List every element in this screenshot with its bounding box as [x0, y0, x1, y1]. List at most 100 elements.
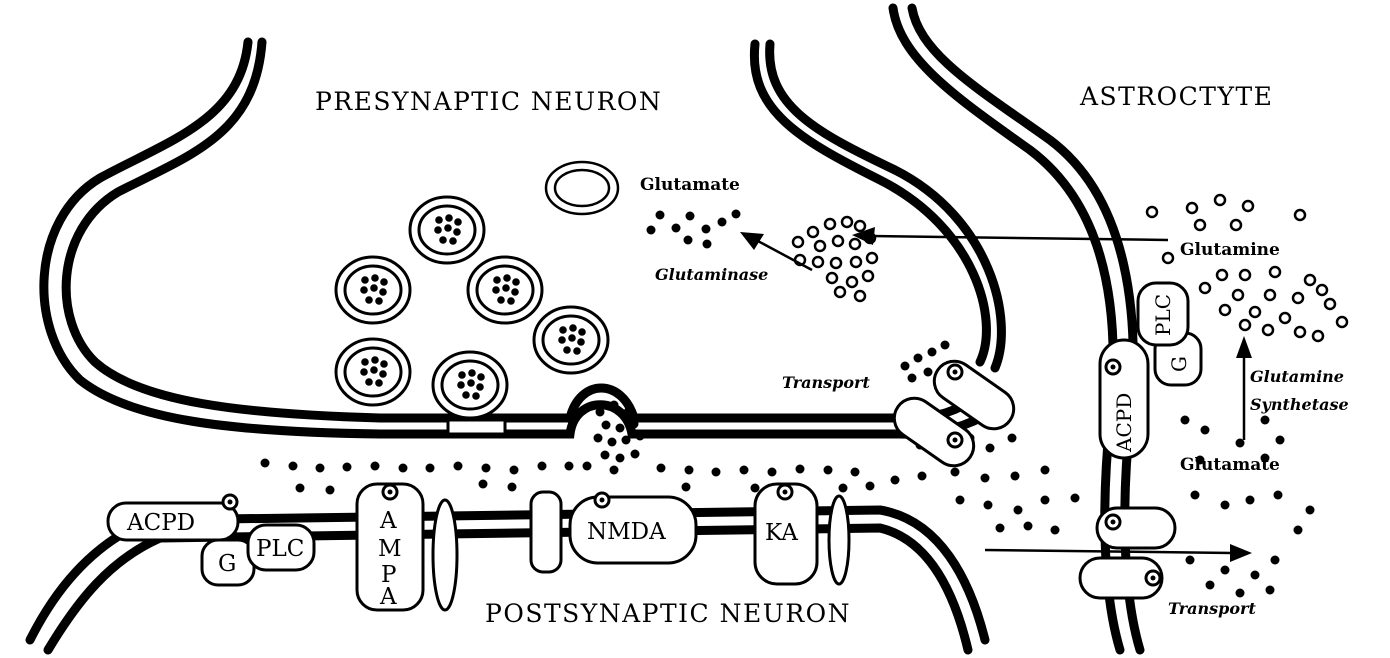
glutamate-molecule: [682, 483, 691, 492]
glutamate-molecule: [684, 236, 693, 245]
glutamate-molecule: [622, 436, 631, 445]
glutamate-molecule: [1011, 472, 1020, 481]
glutamate-molecule: [399, 464, 408, 473]
glutamate-molecule: [924, 368, 933, 377]
glutamine-molecule: [831, 258, 841, 268]
glutamate-label-presynaptic: Glutamate: [640, 175, 740, 195]
postsynaptic-neuron-label: POSTSYNAPTIC NEURON: [485, 599, 851, 628]
synaptic-vesicle: [410, 197, 484, 263]
ampa-receptor: A M P A: [357, 484, 423, 610]
synaptic-vesicle: [336, 339, 410, 405]
glutamine-molecule: [850, 239, 860, 249]
glutamate-vesicles: [336, 197, 608, 418]
glutamate-molecule: [712, 468, 721, 477]
glutamine-molecule: [1265, 290, 1275, 300]
glutamine-molecule: [1263, 325, 1273, 335]
glutamate-molecule: [316, 464, 325, 473]
glutamate-molecule: [1251, 571, 1260, 580]
glutamate-molecule: [866, 482, 875, 491]
glutamine-molecule: [863, 271, 873, 281]
glutamate-molecule: [657, 464, 666, 473]
postsynaptic-acpd-label: ACPD: [126, 510, 195, 536]
glutamate-molecule: [1051, 526, 1060, 535]
glutamine-molecule: [1215, 195, 1225, 205]
glutamine-molecule: [1293, 293, 1303, 303]
glutamate-molecule: [918, 472, 927, 481]
glutamate-molecule: [672, 224, 681, 233]
glutamine-molecule: [1270, 267, 1280, 277]
glutamate-molecule: [702, 225, 711, 234]
glutamate-molecule: [984, 501, 993, 510]
postsynaptic-g-protein: G: [202, 540, 254, 585]
glutamate-molecule: [608, 438, 617, 447]
glutamine-molecule: [867, 253, 877, 263]
glutamine-molecule: [825, 219, 835, 229]
glutamine-molecule: [808, 227, 818, 237]
transport-label-astrocyte: Transport: [1168, 599, 1256, 618]
glutamate-molecule: [1221, 566, 1230, 575]
glutamate-molecule: [636, 432, 645, 441]
glutamine-molecule: [851, 257, 861, 267]
glutamate-molecule: [686, 212, 695, 221]
glutamate-molecule: [1276, 436, 1285, 445]
glutamate-molecule: [1041, 496, 1050, 505]
glutamate-molecule: [1071, 494, 1080, 503]
glutamine-molecule: [1163, 253, 1173, 263]
glutamate-molecule: [1271, 556, 1280, 565]
glutamine-molecule: [1187, 203, 1197, 213]
glutamate-molecule: [851, 468, 860, 477]
glutamate-molecule: [1236, 589, 1245, 598]
glutamate-molecule: [1181, 416, 1190, 425]
glutamate-molecule: [1246, 496, 1255, 505]
glutamate-molecule: [1261, 454, 1270, 463]
glutamate-molecule: [616, 424, 625, 433]
glutamine-molecules: [793, 195, 1347, 341]
glutamine-molecule: [1305, 275, 1315, 285]
glutamate-molecule: [602, 421, 611, 430]
glutamine-molecule: [1313, 331, 1323, 341]
glutamate-molecule: [426, 464, 435, 473]
glutamine-molecule: [815, 241, 825, 251]
ampa-channel: [433, 500, 457, 610]
glutamine-molecule: [835, 287, 845, 297]
glutamate-molecule: [510, 466, 519, 475]
glutamate-molecule: [596, 408, 605, 417]
glutamate-molecule: [631, 450, 640, 459]
glutamate-molecule: [986, 444, 995, 453]
glutamate-molecule: [1186, 556, 1195, 565]
glutamate-molecule: [1191, 491, 1200, 500]
astrocyte-plc: PLC: [1138, 283, 1188, 345]
glutamine-molecule: [1280, 313, 1290, 323]
nmda-channel: [531, 492, 561, 572]
glutamate-molecule: [1294, 526, 1303, 535]
glutamine-molecule: [1200, 283, 1210, 293]
glutamine-molecule: [1240, 320, 1250, 330]
glutamate-molecule: [951, 468, 960, 477]
glutamate-molecule: [296, 484, 305, 493]
glutamate-molecule: [908, 374, 917, 383]
postsynaptic-plc: PLC: [248, 525, 314, 570]
glutamate-molecule: [601, 451, 610, 460]
glutamine-synthetase-label-line2: Synthetase: [1250, 395, 1349, 414]
nmda-receptor: NMDA: [570, 493, 696, 563]
synaptic-vesicle: [468, 257, 542, 323]
postsynaptic-plc-label: PLC: [256, 536, 304, 562]
nmda-label: NMDA: [587, 519, 666, 545]
glutamate-molecule: [732, 210, 741, 219]
glutamine-molecule: [1317, 285, 1327, 295]
glutamine-molecule: [827, 273, 837, 283]
glutamate-molecule: [740, 466, 749, 475]
glutamate-molecule: [751, 484, 760, 493]
glutamate-molecule: [901, 362, 910, 371]
glutamine-molecule: [1231, 220, 1241, 230]
glutamate-molecule: [610, 466, 619, 475]
glutamate-molecule: [914, 354, 923, 363]
glutamine-molecule: [842, 217, 852, 227]
glutamate-molecule: [1008, 434, 1017, 443]
glutamine-molecule: [1243, 201, 1253, 211]
glutamine-synthetase-arrow: [1236, 336, 1252, 440]
glutamate-molecule: [1221, 501, 1230, 510]
glutamate-molecule: [839, 484, 848, 493]
glutamine-label: Glutamine: [1180, 240, 1280, 260]
